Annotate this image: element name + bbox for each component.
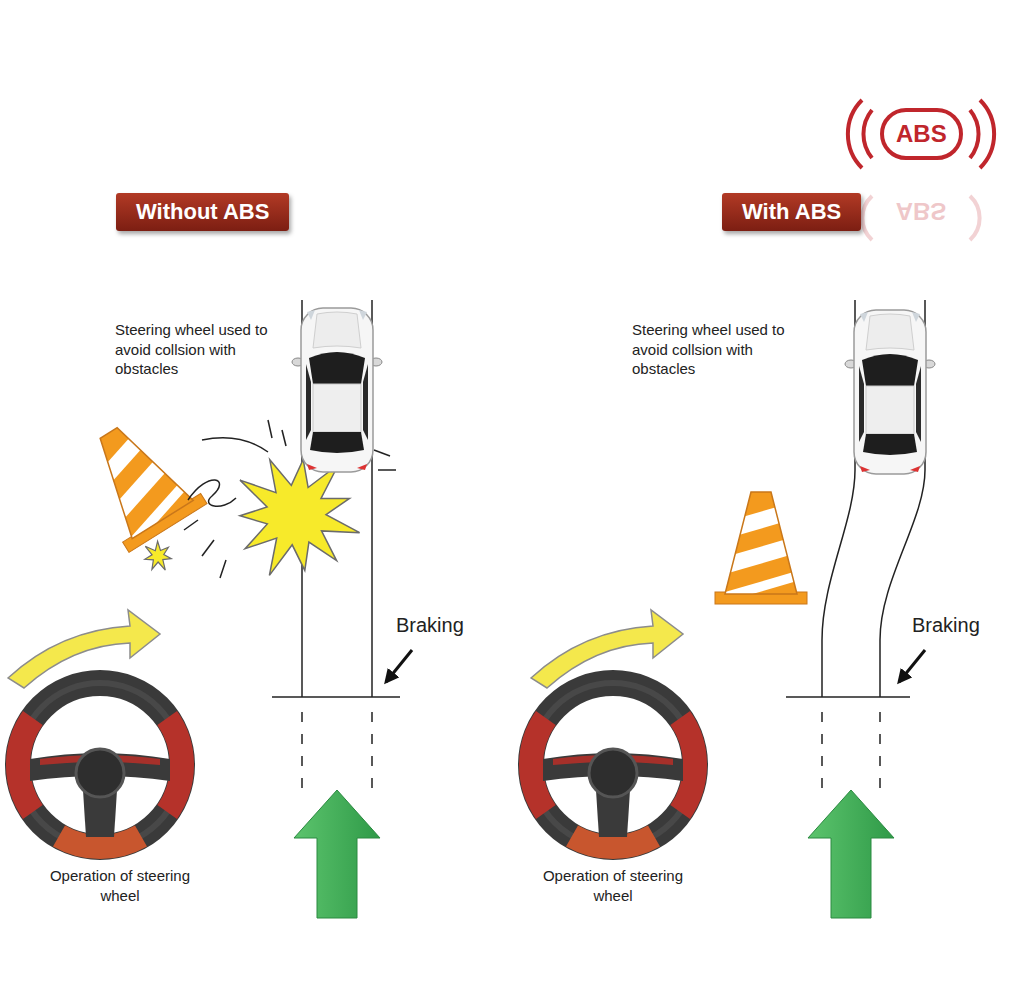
abs-reflection-arcs (862, 196, 979, 240)
wheel-caption: Operation of steering wheel (523, 866, 703, 905)
traffic-cone (58, 401, 222, 564)
car-top-view (292, 308, 382, 472)
braking-label: Braking (396, 612, 486, 638)
direction-arrow (294, 790, 380, 918)
braking-pointer (386, 650, 412, 682)
abs-warning-icon: ABS (880, 108, 963, 160)
spark-star (145, 541, 172, 570)
node-text: Without ABS (136, 199, 269, 225)
wheel-caption: Operation of steering wheel (30, 866, 210, 905)
braking-label: Braking (912, 612, 1012, 638)
abs-signal-arcs (848, 100, 994, 168)
node-text: ABS (896, 120, 947, 148)
description-note: Steering wheel used to avoid collsion wi… (115, 320, 287, 379)
braking-pointer (899, 650, 925, 682)
description-note: Steering wheel used to avoid collsion wi… (632, 320, 804, 379)
crash-star (240, 459, 360, 575)
title-banner: With ABS (722, 193, 861, 231)
car-top-view (845, 310, 935, 474)
traffic-cone (701, 492, 821, 609)
abs-reflection: ABS (878, 196, 964, 227)
node-text: With ABS (742, 199, 841, 225)
steering-wheel (531, 683, 695, 847)
title-banner: Without ABS (116, 193, 289, 231)
crash-burst (145, 459, 360, 575)
steering-wheel (18, 683, 182, 847)
road-without-abs (272, 300, 400, 800)
direction-arrow (808, 790, 894, 918)
